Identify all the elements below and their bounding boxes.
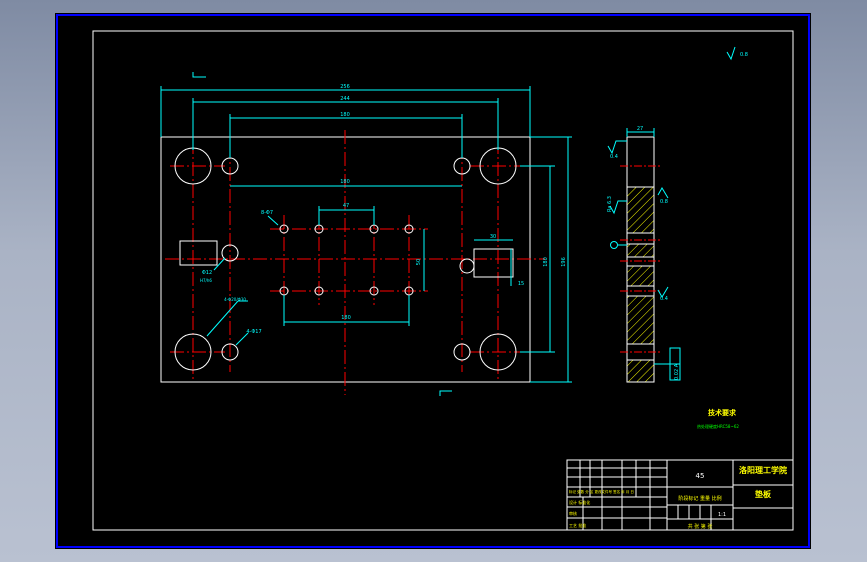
dim-height-outer: 196	[561, 257, 567, 267]
other-finish: Ra 6.3	[607, 196, 613, 212]
front-view: 256 244 180 180 47 180 30 15 50 180 196 …	[160, 72, 572, 396]
section-hatch-5	[626, 359, 655, 383]
title-row-1: 标记 处数 分 区 更改文件号 签名 年 月 日	[569, 489, 634, 494]
material-text: 45	[696, 472, 705, 480]
dimension-lines	[160, 72, 572, 396]
flatness-tolerance: 0.02 A	[674, 363, 680, 380]
roughness-3: 0.4	[660, 296, 668, 302]
outer-frame	[56, 14, 810, 548]
section-hatch-3	[626, 265, 655, 287]
dimension-texts: 256 244 180 180 47 180 30 15 50 180 196 …	[200, 84, 567, 335]
part-name: 垫板	[755, 489, 772, 499]
side-texts: 27 0.4 0.8 0.4 0.02 A 0.8 Ra 6.3	[607, 52, 748, 380]
tech-requirements: 技术要求 热处理硬度HRC58~62	[697, 408, 739, 429]
title-block: 45 洛阳理工学院 垫板 阶段标记 重量 比例 1:1 共 张 第 张 标记 处…	[566, 459, 794, 531]
dim-slot-width: 47	[343, 203, 349, 209]
section-hatch-1	[626, 186, 655, 234]
inner-border	[92, 30, 794, 531]
dim-height-inner: 180	[543, 257, 549, 267]
side-view: 27 0.4 0.8 0.4 0.02 A 0.8 Ra 6.3	[607, 46, 748, 383]
label-holes-4: 4-Φ17	[246, 329, 261, 335]
dim-pin-span: 244	[340, 96, 350, 102]
tech-line-1: 热处理硬度HRC58~62	[697, 423, 739, 429]
drawing-canvas: 256 244 180 180 47 180 30 15 50 180 196 …	[56, 14, 810, 548]
dim-bottom-span: 180	[341, 315, 351, 321]
roughness-1: 0.4	[610, 154, 618, 160]
dim-pocket-height: 50	[416, 259, 422, 265]
center-lines	[165, 130, 545, 395]
dim-pocket-offset: 15	[518, 281, 524, 287]
dim-inner-span: 180	[340, 112, 350, 118]
side-dimensions	[607, 46, 736, 381]
label-pin-hole: 4-Φ20/Φ30	[224, 297, 246, 302]
label-hole-12: Φ12	[202, 270, 212, 276]
dim-overall-width: 256	[340, 84, 350, 90]
section-hatch-2	[626, 243, 655, 258]
surface-finish-note: 0.8	[740, 52, 748, 58]
section-hatch-4	[626, 295, 655, 345]
dim-pocket-width: 30	[490, 234, 496, 240]
school-name: 洛阳理工学院	[739, 465, 787, 475]
side-outline	[626, 136, 655, 383]
dim-side-thickness: 27	[637, 126, 643, 132]
stage-label: 阶段标记 重量 比例	[678, 495, 721, 502]
scale-value: 1:1	[718, 512, 726, 518]
title-row-3: 审核	[569, 510, 577, 516]
roughness-2: 0.8	[660, 199, 668, 205]
dim-hole-span: 180	[340, 179, 350, 185]
label-hole-fit: H7/h6	[200, 278, 212, 283]
drawing-sheet[interactable]: 256 244 180 180 47 180 30 15 50 180 196 …	[55, 13, 811, 549]
title-row-2: 设计 标准化	[569, 499, 590, 505]
tech-title: 技术要求	[708, 408, 737, 417]
side-centerlines	[620, 165, 660, 353]
title-row-4: 工艺 批准	[569, 522, 586, 528]
hole-grid	[279, 224, 414, 296]
sheet-info: 共 张 第 张	[688, 523, 713, 530]
label-holes-8: 8-Φ7	[261, 210, 273, 216]
